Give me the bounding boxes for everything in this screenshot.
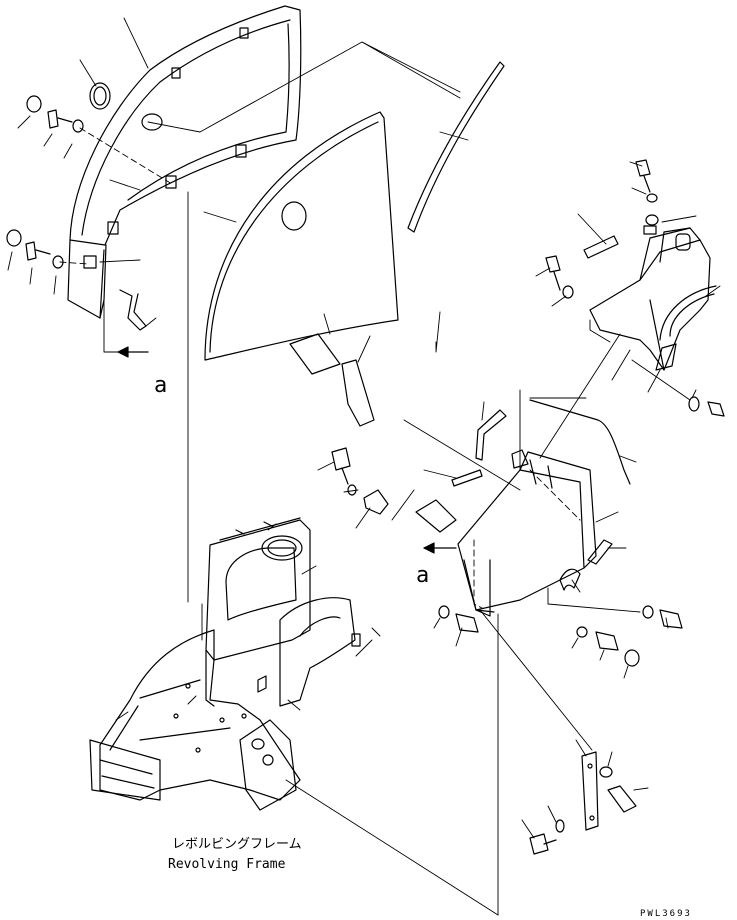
plate-bracket <box>415 499 457 533</box>
dashed-lines <box>59 127 581 609</box>
lower-stay-bracket <box>581 751 599 831</box>
bolt-mid <box>331 447 357 496</box>
bolt-washer-top-right <box>635 159 659 235</box>
view-arrow-left <box>117 346 149 358</box>
insulation-panel <box>204 111 399 361</box>
drawing-number: PWL3693 <box>640 909 692 919</box>
rubber-pad <box>289 333 341 375</box>
revolving-frame <box>89 517 361 811</box>
l-bracket <box>475 409 507 461</box>
left-side-cover <box>67 5 302 319</box>
hook-part <box>559 539 613 591</box>
rubber-plate <box>341 359 375 427</box>
rubber-strip-right <box>655 285 717 371</box>
view-arrow-right <box>423 542 457 554</box>
lower-hardware <box>529 766 637 855</box>
washer-bolt-mid-left <box>438 605 479 633</box>
pin-rod <box>451 469 483 487</box>
small-plate <box>583 235 619 259</box>
view-callout-a-left: a <box>154 373 167 398</box>
washer-bolt-mid-right <box>576 605 683 667</box>
left-cover-bracket <box>119 289 147 331</box>
cable-rod <box>529 399 631 485</box>
caption-japanese: レボルビングフレーム <box>172 837 302 852</box>
leader-lines <box>7 17 721 839</box>
view-callout-a-right: a <box>416 563 429 588</box>
left-hardware-lower <box>6 229 64 269</box>
caption-english: Revolving Frame <box>168 857 286 872</box>
bolt-washer-right <box>688 396 725 417</box>
mid-right-box <box>457 449 597 617</box>
seal-strip <box>407 61 505 233</box>
left-hardware-upper <box>26 95 84 133</box>
assembly-lines <box>103 41 691 916</box>
switch-small <box>363 489 389 515</box>
upper-right-bracket <box>589 227 711 371</box>
grommet-ring <box>89 82 111 110</box>
bolt-mid-right <box>545 255 574 299</box>
